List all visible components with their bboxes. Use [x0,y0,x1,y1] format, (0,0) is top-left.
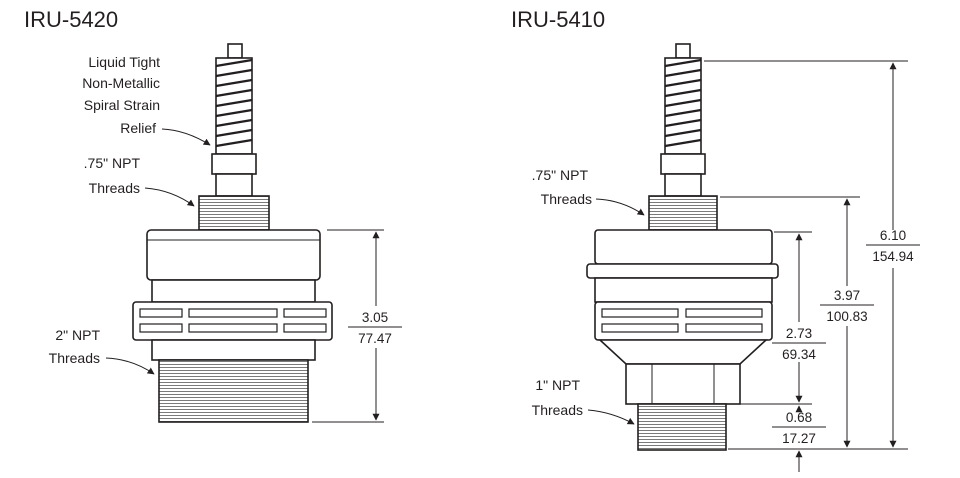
spiral-coils [215,58,253,148]
label-npt-top-left-2: Threads [89,180,140,196]
housing-top [594,229,773,265]
dim-overall-mm: 154.94 [872,249,914,264]
cable-fitting-nut [215,173,253,197]
npt-thread-top [648,195,718,231]
label-npt-bottom-right-2: Threads [532,402,583,418]
dim-body-mm: 100.83 [826,309,867,324]
cable-tip [675,43,691,59]
label-relief-3: Spiral Strain [84,97,160,113]
npt-thread-bottom [158,359,309,423]
spiral-coils [664,58,702,148]
housing-taper [597,339,769,365]
label-npt-top-right-1: .75" NPT [532,167,589,183]
leader-npt-top-right [595,198,645,216]
leader-npt-bottom-left [105,357,155,375]
dim-housing-mm: 69.34 [782,347,816,362]
model-title-iru-5410: IRU-5410 [511,7,605,32]
label-relief-2: Non-Metallic [82,75,160,91]
label-npt-top-left-1: .75" NPT [84,155,141,171]
dim-left-mm: 77.47 [358,331,392,346]
npt-thread-top [198,195,270,231]
dim-housing-in: 2.73 [786,326,812,341]
housing-neck [625,363,741,405]
label-relief-1: Liquid Tight [88,54,160,70]
leader-npt-bottom-right [587,409,635,425]
housing-rim [586,263,779,279]
housing-top [146,229,321,281]
cable-fitting [211,153,257,175]
dim-thread-in: 0.68 [786,410,812,425]
leader-npt-top-left [144,187,195,207]
dim-body-in: 3.97 [834,288,860,303]
cable-fitting-nut [664,173,702,197]
label-relief-4: Relief [120,120,156,136]
dim-overall-in: 6.10 [880,228,906,243]
leader-relief [161,128,211,146]
vent-band [594,301,773,341]
label-npt-bottom-left-1: 2" NPT [55,327,100,343]
label-npt-top-right-2: Threads [541,191,592,207]
housing-lower [151,339,316,361]
housing-mid [151,279,316,303]
dim-thread-mm: 17.27 [782,431,816,446]
dim-left-in: 3.05 [362,310,388,325]
vent-slots [601,308,763,333]
vent-band [132,301,333,341]
label-npt-bottom-right-1: 1" NPT [535,377,580,393]
dim-right-lines [704,60,920,472]
label-npt-bottom-left-2: Threads [49,350,100,366]
cable-fitting [660,153,706,175]
cable-tip [227,43,243,59]
dim-left-height [312,229,402,423]
sensor-iru-5420 [132,43,333,423]
vent-slots [139,308,327,333]
housing-mid [594,277,773,303]
sensor-iru-5410 [586,43,779,451]
model-title-iru-5420: IRU-5420 [24,7,118,32]
npt-thread-bottom [637,403,727,451]
